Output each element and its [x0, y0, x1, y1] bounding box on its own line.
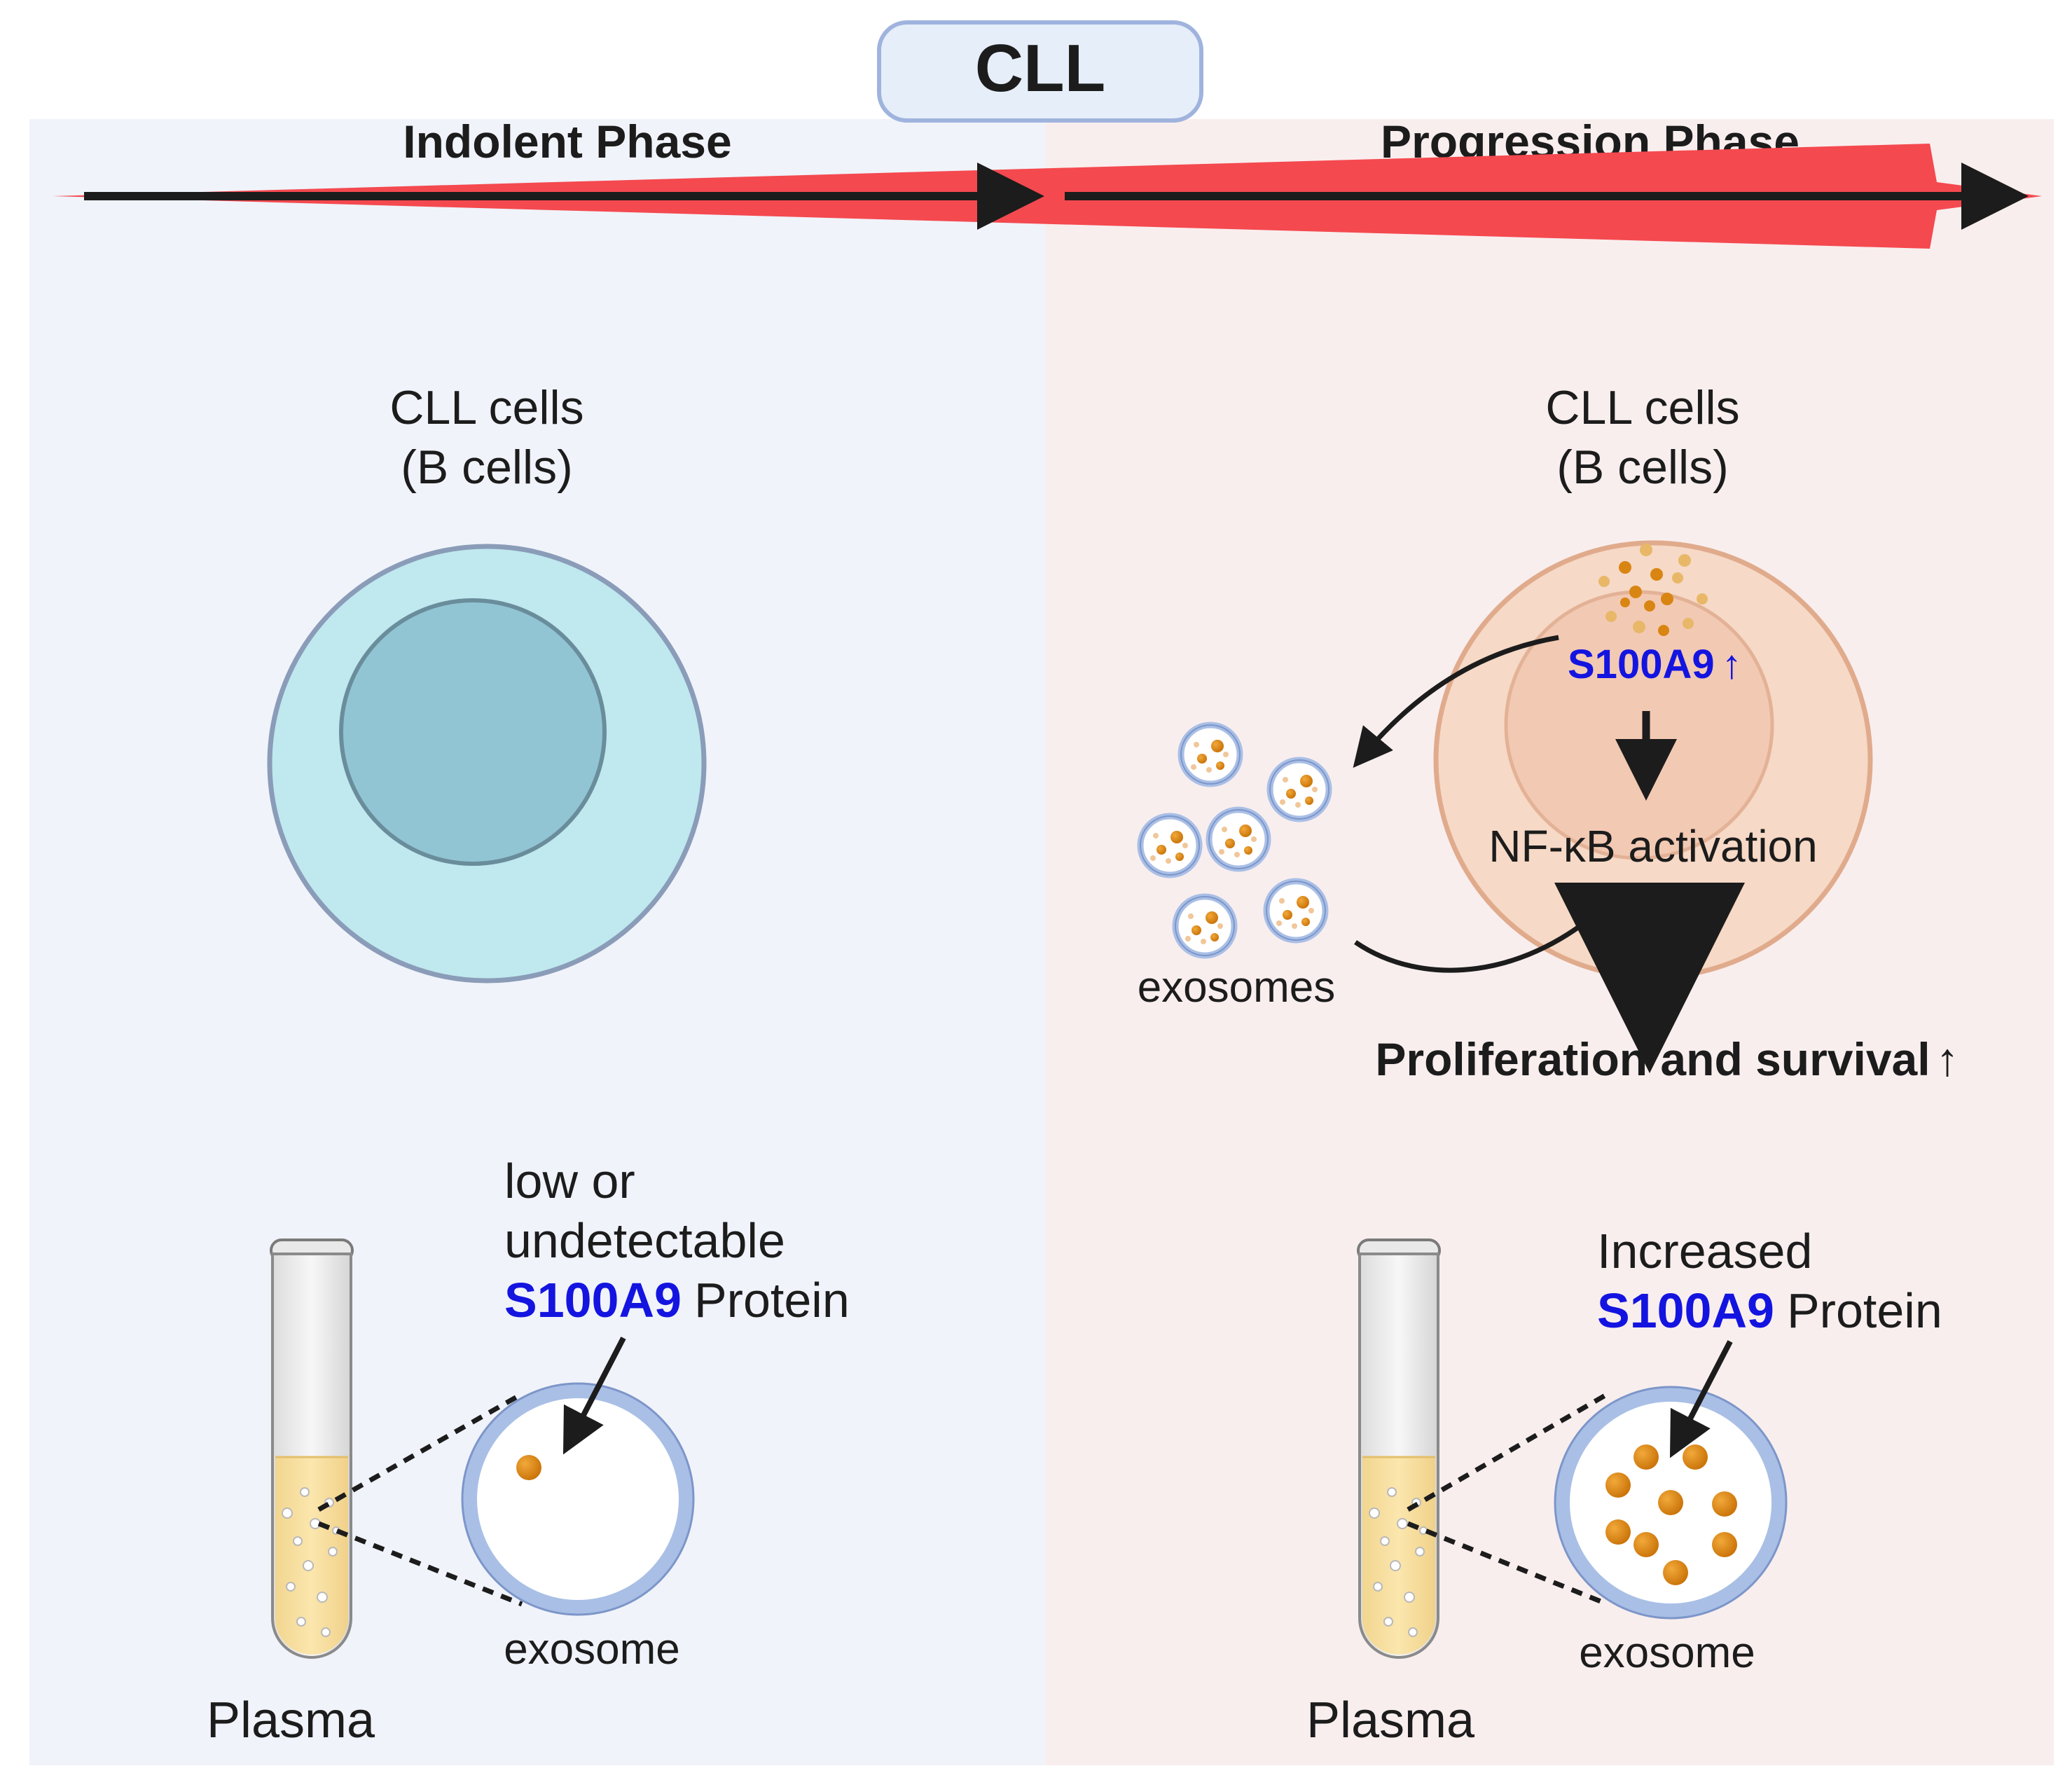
protein-dot-icon	[1712, 1532, 1737, 1557]
indolent-plasma-label: Plasma	[207, 1692, 375, 1748]
nucleus-icon	[339, 598, 607, 866]
exosome-outline	[1554, 1386, 1788, 1620]
arrow-icon	[1669, 1340, 1733, 1458]
protein-speckles	[1598, 544, 1708, 636]
protein-dot-icon	[1605, 1519, 1631, 1545]
outcome-label: Proliferation and survival	[1375, 1033, 1930, 1085]
zoom-line-bottom	[1407, 1521, 1609, 1607]
protein-dot-icon	[1634, 1532, 1659, 1557]
arrow-icon	[562, 1337, 626, 1455]
protein-dot-icon	[1683, 1444, 1708, 1470]
progression-plasma-label: Plasma	[1306, 1692, 1475, 1748]
indolent-protein-suffix: Protein	[694, 1273, 850, 1327]
uptake-arrow	[1354, 890, 1622, 973]
exosomes-label: exosomes	[1138, 963, 1336, 1012]
progression-s100a9-label: S100A9	[1568, 642, 1715, 687]
title-text: CLL	[975, 31, 1106, 106]
progression-protein-name: S100A9	[1597, 1283, 1774, 1338]
progression-cells-label-2: (B cells)	[1556, 441, 1729, 494]
progression-cells-label-1: CLL cells	[1545, 381, 1739, 434]
protein-dot-icon	[1658, 1490, 1683, 1515]
progression-exosome-label: exosome	[1579, 1629, 1755, 1677]
progression-s100a9-row: S100A9↑	[1568, 642, 1742, 687]
exosome-icon	[1209, 810, 1268, 869]
exosome-icon	[1270, 760, 1329, 819]
timeline-wedge	[53, 144, 2042, 249]
test-tube-icon	[1357, 1239, 1441, 1659]
s100a9-up-arrow: ↑	[1722, 642, 1742, 687]
exosome-icon	[462, 1383, 694, 1615]
progression-protein-suffix: Protein	[1787, 1283, 1942, 1338]
protein-dot-icon	[1712, 1491, 1737, 1517]
exosome-icon	[1140, 816, 1199, 875]
protein-dot-icon	[1605, 1472, 1631, 1498]
exosome-icon	[1175, 897, 1234, 955]
indolent-protein-line2: undetectable	[504, 1213, 785, 1268]
progression-protein-line1: Increased	[1597, 1224, 1812, 1278]
indolent-phase-label: Indolent Phase	[403, 116, 731, 167]
secretion-arrow	[1353, 635, 1559, 768]
indolent-exosome-label: exosome	[504, 1625, 680, 1674]
indolent-cells-label-2: (B cells)	[401, 441, 573, 494]
outcome-row: Proliferation and survival↑	[1375, 1033, 1959, 1085]
indolent-cells-label-1: CLL cells	[389, 381, 583, 434]
protein-dot-icon	[516, 1455, 541, 1480]
test-tube-icon	[270, 1239, 354, 1659]
indolent-s100a9-label: S100A9	[504, 1273, 682, 1327]
exosome-icon	[1266, 881, 1325, 940]
exosome-icon	[1181, 725, 1240, 784]
nfkb-label: NF-κB activation	[1489, 821, 1817, 871]
zoom-line-bottom	[317, 1521, 523, 1607]
exosome-outline	[461, 1382, 695, 1616]
title-box	[877, 20, 1203, 123]
protein-dot-icon	[1663, 1560, 1688, 1585]
indolent-protein-line1: low or	[504, 1154, 635, 1208]
outcome-up-arrow: ↑	[1936, 1033, 1959, 1085]
protein-dot-icon	[1634, 1444, 1659, 1470]
